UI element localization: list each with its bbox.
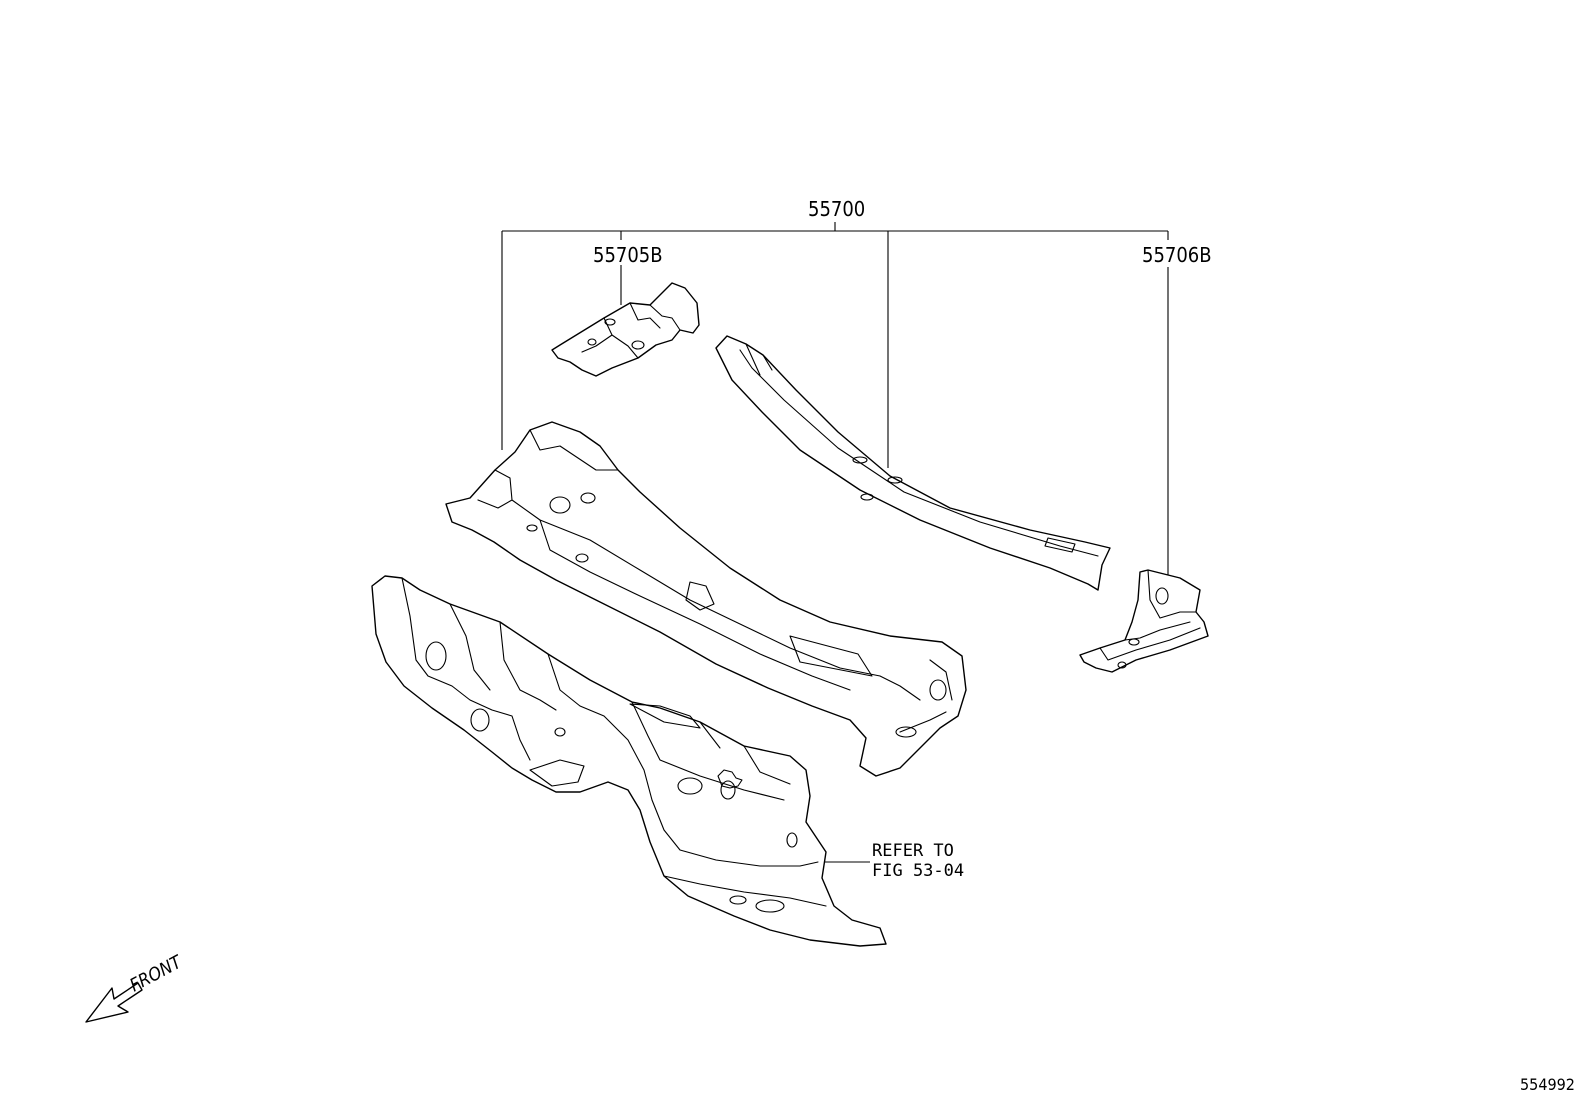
callout-leaders [501, 222, 1169, 863]
callout-55700: 55700 [808, 197, 865, 221]
part-cowl-top-panel [445, 421, 967, 777]
callout-55706b: 55706B [1142, 243, 1212, 267]
figure-number: 554992 [1520, 1075, 1575, 1094]
refer-note-line2: FIG 53-04 [872, 861, 964, 881]
part-dash-panel [371, 575, 887, 947]
part-55706b-right-bracket [1079, 569, 1209, 673]
part-55705b-left-bracket [551, 282, 700, 377]
part-upper-cowl-panel [715, 335, 1111, 591]
arrow-down-left-icon [85, 982, 143, 1023]
callout-55705b: 55705B [593, 243, 663, 267]
front-direction-indicator: FRONT [85, 951, 186, 1023]
front-label: FRONT [126, 951, 186, 996]
refer-note-line1: REFER TO [872, 841, 954, 861]
